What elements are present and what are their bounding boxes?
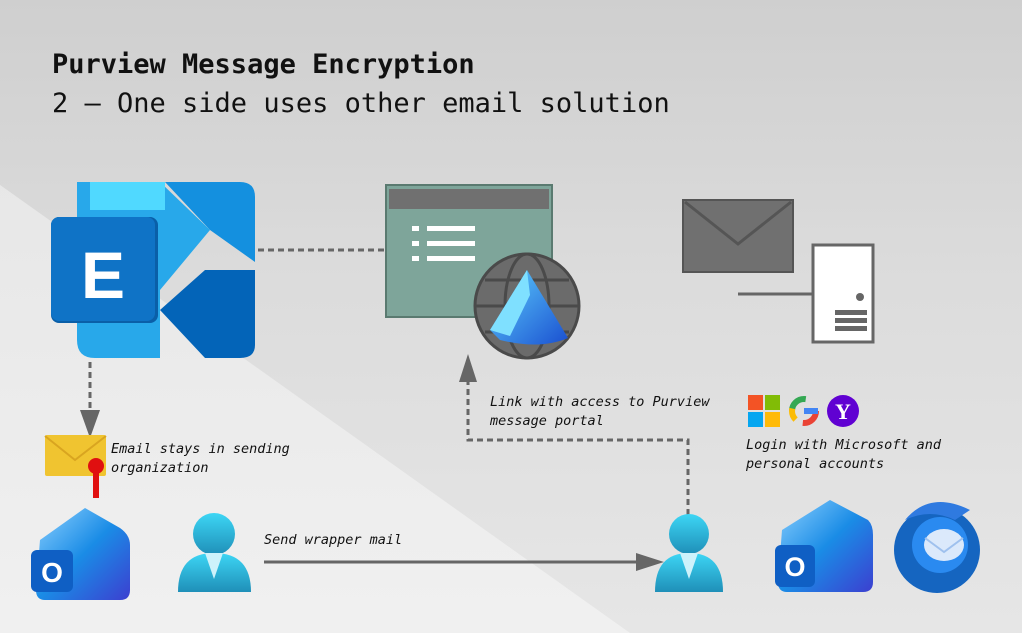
link-portal-arrow xyxy=(459,354,690,515)
diagram-subtitle: 2 – One side uses other email solution xyxy=(52,88,670,119)
login-line-1: Login with Microsoft and xyxy=(746,437,942,453)
link-access-label: Link with access to Purview message port… xyxy=(490,393,709,431)
email-stays-label: Email stays in sending organization xyxy=(111,440,290,478)
link-access-line-2: message portal xyxy=(490,413,604,429)
email-stays-line-2: organization xyxy=(111,460,209,476)
login-line-2: personal accounts xyxy=(746,456,885,472)
purview-portal-icon xyxy=(385,184,553,318)
svg-text:O: O xyxy=(784,552,805,582)
microsoft-icon xyxy=(748,395,780,427)
send-wrapper-label: Send wrapper mail xyxy=(264,532,403,548)
login-label: Login with Microsoft and personal accoun… xyxy=(746,436,941,474)
exchange-icon: E xyxy=(51,182,255,358)
svg-text:O: O xyxy=(41,557,63,588)
yahoo-icon: Y xyxy=(827,395,859,427)
sender-user-icon xyxy=(178,513,251,592)
recipient-user-icon xyxy=(655,514,723,592)
encrypted-mail-icon xyxy=(44,435,107,498)
globe-purview-icon xyxy=(473,252,581,360)
svg-text:Y: Y xyxy=(835,399,851,424)
outlook-icon: O xyxy=(31,508,130,600)
email-stays-line-1: Email stays in sending xyxy=(111,441,290,457)
outlook-icon-recipient: O xyxy=(775,500,873,592)
exchange-to-mail-arrow xyxy=(80,362,100,438)
thunderbird-icon xyxy=(894,502,980,593)
link-access-line-1: Link with access to Purview xyxy=(490,394,710,410)
send-wrapper-arrow xyxy=(264,553,664,571)
google-icon xyxy=(789,396,819,426)
diagram-title: Purview Message Encryption xyxy=(52,49,475,80)
mail-server-icon xyxy=(682,199,875,344)
svg-text:E: E xyxy=(81,238,125,312)
